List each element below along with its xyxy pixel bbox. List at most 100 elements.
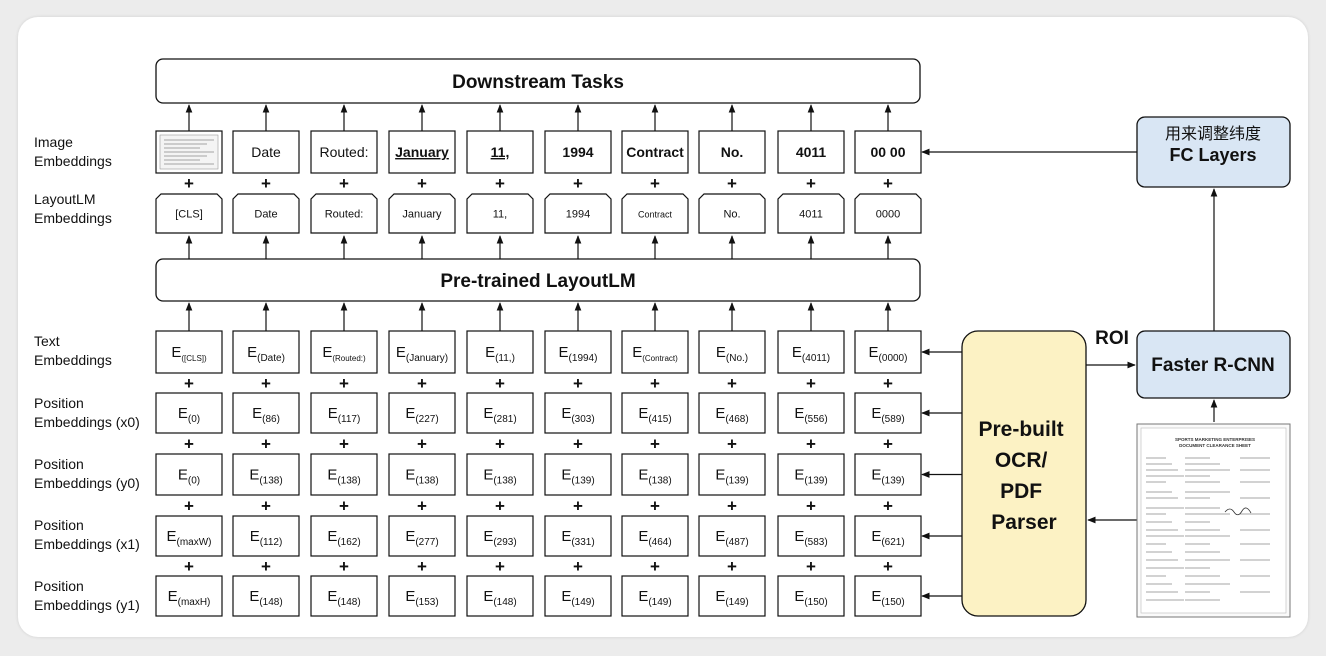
text-embedding-text: E(0000) bbox=[869, 344, 908, 364]
plus-sign: + bbox=[261, 374, 271, 393]
image-embedding-box bbox=[698, 130, 766, 174]
layoutlm-embedding-box bbox=[777, 193, 845, 234]
layoutlm-embedding-box bbox=[698, 193, 766, 234]
plus-sign: + bbox=[261, 497, 271, 516]
fc-layers-label: FC Layers bbox=[1169, 145, 1256, 165]
y1-embedding-text: E(maxH) bbox=[168, 588, 211, 608]
y1-embedding-text: E(150) bbox=[794, 588, 827, 608]
y0-embedding-box bbox=[466, 453, 534, 496]
x0-embedding-box bbox=[777, 392, 845, 434]
pretrained-layoutlm-label: Pre-trained LayoutLM bbox=[440, 271, 635, 292]
x1-embedding-text: E(621) bbox=[871, 528, 904, 548]
y0-embedding-box bbox=[621, 453, 689, 496]
ocr-pdf-parser-box bbox=[961, 330, 1087, 617]
x0-embedding-box bbox=[232, 392, 300, 434]
image-embedding-box bbox=[777, 130, 845, 174]
plus-sign: + bbox=[495, 557, 505, 576]
x0-embedding-text: E(227) bbox=[405, 405, 438, 425]
x1-embedding-text: E(277) bbox=[405, 528, 438, 548]
y1-embedding-text: E(153) bbox=[405, 588, 438, 608]
image-token-text: 11, bbox=[491, 144, 510, 160]
layoutlm-token-text: 0000 bbox=[876, 209, 900, 221]
plus-sign: + bbox=[573, 374, 583, 393]
x1-embedding-box bbox=[310, 515, 378, 557]
plus-sign: + bbox=[573, 557, 583, 576]
layoutlm-token-text: No. bbox=[723, 209, 740, 221]
y1-embedding-text: E(148) bbox=[327, 588, 360, 608]
plus-sign: + bbox=[883, 174, 893, 193]
text-embedding-text: E([CLS]) bbox=[171, 344, 207, 363]
y1-embedding-text: E(149) bbox=[561, 588, 594, 608]
plus-sign: + bbox=[184, 174, 194, 193]
text-embedding-box bbox=[854, 330, 922, 374]
x1-embedding-box bbox=[388, 515, 456, 557]
plus-sign: + bbox=[339, 374, 349, 393]
y1-embedding-box bbox=[854, 575, 922, 617]
text-embedding-text: E(January) bbox=[396, 344, 448, 364]
x0-embedding-text: E(117) bbox=[328, 405, 361, 425]
layoutlm-embedding-box bbox=[621, 193, 689, 234]
plus-sign: + bbox=[727, 174, 737, 193]
text-embedding-box bbox=[310, 330, 378, 374]
x0-embedding-text: E(303) bbox=[561, 405, 594, 425]
x1-embedding-text: E(487) bbox=[715, 528, 748, 548]
plus-sign: + bbox=[650, 497, 660, 516]
plus-sign: + bbox=[417, 497, 427, 516]
plus-sign: + bbox=[573, 497, 583, 516]
y0-embedding-text: E(139) bbox=[794, 467, 827, 487]
text-embedding-box bbox=[544, 330, 612, 374]
signature-scribble bbox=[1224, 507, 1252, 516]
row-label-image: Image Embeddings bbox=[34, 134, 112, 169]
plus-sign: + bbox=[806, 174, 816, 193]
plus-sign: + bbox=[806, 557, 816, 576]
text-embedding-text: E(No.) bbox=[716, 344, 748, 364]
x1-embedding-text: E(162) bbox=[327, 528, 360, 548]
text-embedding-box bbox=[155, 330, 223, 374]
y1-embedding-box bbox=[698, 575, 766, 617]
x0-embedding-box bbox=[544, 392, 612, 434]
plus-sign: + bbox=[650, 435, 660, 454]
y0-embedding-box bbox=[310, 453, 378, 496]
plus-sign: + bbox=[727, 557, 737, 576]
layoutlm-embedding-box bbox=[854, 193, 922, 234]
x1-embedding-text: E(maxW) bbox=[166, 528, 211, 548]
plus-sign: + bbox=[495, 497, 505, 516]
x0-embedding-box bbox=[854, 392, 922, 434]
y0-embedding-text: E(139) bbox=[715, 467, 748, 487]
text-embedding-text: E(11,) bbox=[485, 344, 515, 364]
y0-embedding-box bbox=[232, 453, 300, 496]
x1-embedding-text: E(112) bbox=[250, 528, 283, 548]
x1-embedding-text: E(583) bbox=[794, 528, 827, 548]
x1-embedding-box bbox=[621, 515, 689, 557]
x1-embedding-box bbox=[155, 515, 223, 557]
image-token-text: 1994 bbox=[562, 144, 593, 160]
y1-embedding-text: E(149) bbox=[638, 588, 671, 608]
layoutlm-token-text: Contract bbox=[638, 210, 673, 220]
x0-embedding-text: E(86) bbox=[252, 405, 280, 425]
y1-embedding-box bbox=[232, 575, 300, 617]
y1-embedding-box bbox=[155, 575, 223, 617]
roi-label: ROI bbox=[1095, 328, 1129, 349]
x1-embedding-box bbox=[777, 515, 845, 557]
y0-embedding-text: E(138) bbox=[327, 467, 360, 487]
y0-embedding-box bbox=[544, 453, 612, 496]
layoutlm-token-text: January bbox=[402, 209, 442, 221]
plus-sign: + bbox=[495, 374, 505, 393]
layoutlm-token-text: 1994 bbox=[566, 209, 590, 221]
plus-sign: + bbox=[650, 557, 660, 576]
y0-embedding-box bbox=[777, 453, 845, 496]
plus-sign: + bbox=[883, 374, 893, 393]
image-embedding-box bbox=[544, 130, 612, 174]
x1-embedding-text: E(464) bbox=[638, 528, 671, 548]
text-embedding-text: E(Contract) bbox=[632, 344, 678, 363]
plus-sign: + bbox=[727, 435, 737, 454]
y1-embedding-box bbox=[388, 575, 456, 617]
token-grid: +[CLS]E([CLS])E(0)+E(0)+E(maxW)+E(maxH)+… bbox=[155, 104, 962, 617]
y0-embedding-box bbox=[155, 453, 223, 496]
y1-embedding-text: E(149) bbox=[715, 588, 748, 608]
y0-embedding-box bbox=[388, 453, 456, 496]
text-embedding-box bbox=[698, 330, 766, 374]
x1-embedding-text: E(293) bbox=[483, 528, 516, 548]
image-token-text: January bbox=[395, 144, 449, 160]
downstream-tasks-label: Downstream Tasks bbox=[452, 72, 624, 93]
